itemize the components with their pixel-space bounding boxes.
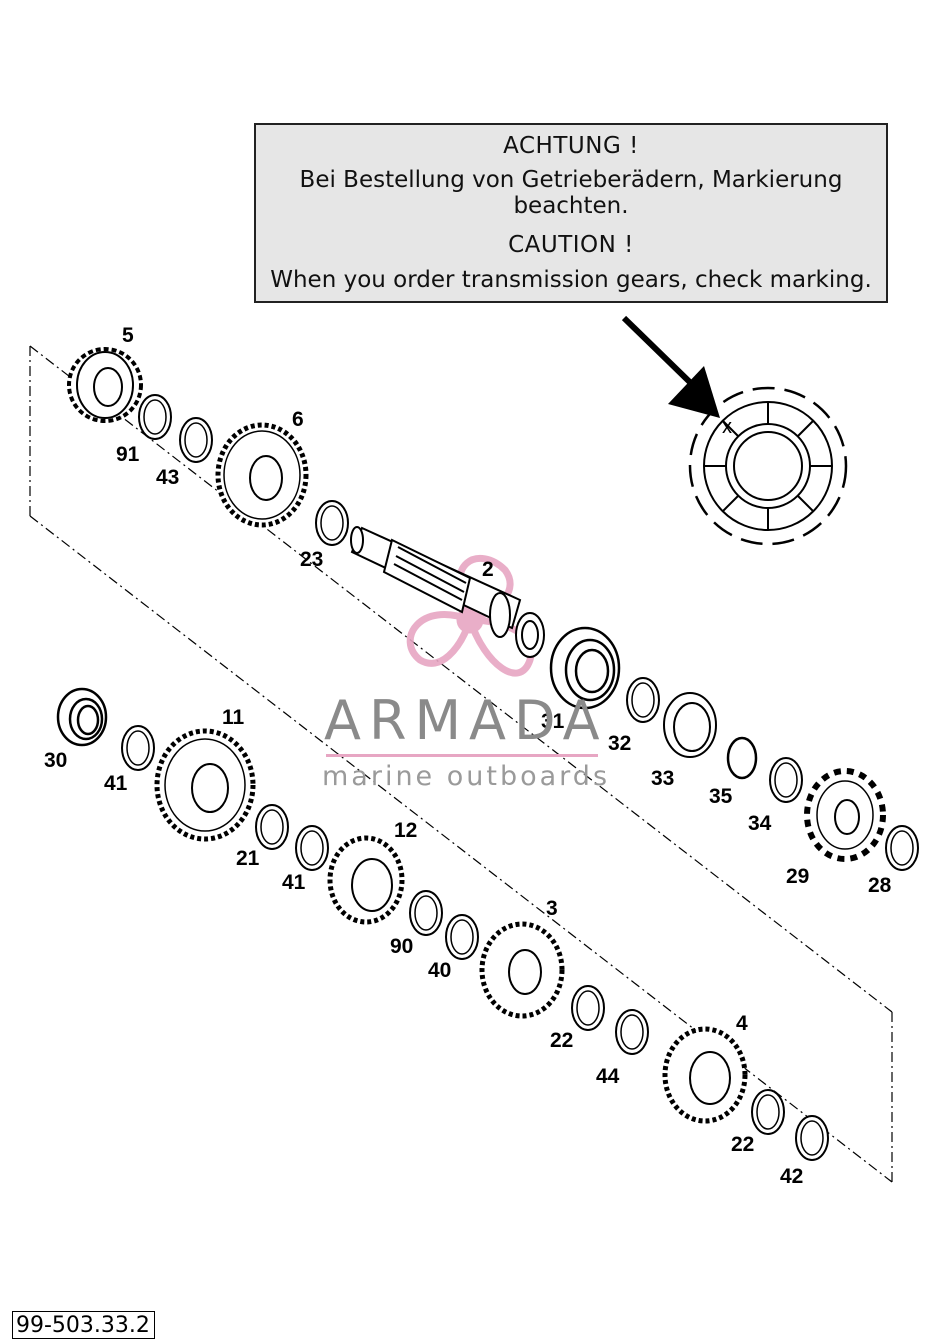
callout-p40: 40 xyxy=(428,959,451,982)
notice-title-de: ACHTUNG ! xyxy=(503,133,639,159)
seal-33-icon xyxy=(663,692,717,758)
watermark-divider xyxy=(326,754,598,757)
spacer-34-icon xyxy=(769,757,803,803)
bushing-22a-icon xyxy=(571,985,605,1031)
bearing-30-icon xyxy=(56,687,108,747)
gear-3-icon xyxy=(479,921,565,1019)
marked-gear-detail: x xyxy=(688,386,848,546)
gear-12-icon xyxy=(327,835,405,925)
callout-p2: 2 xyxy=(482,558,494,581)
callout-p41a: 41 xyxy=(104,772,128,795)
gear-6-icon xyxy=(215,422,309,528)
circlip-28-icon xyxy=(885,825,919,871)
main-shaft xyxy=(350,526,545,658)
callout-p31: 31 xyxy=(541,710,565,733)
bushing-23-icon xyxy=(315,500,349,546)
watermark-brand: ARMADA xyxy=(324,689,608,752)
marking-x: x xyxy=(722,416,732,438)
circlip-90-icon xyxy=(409,890,443,936)
callout-p23: 23 xyxy=(300,548,323,571)
callout-p42: 42 xyxy=(780,1165,803,1188)
marking-arrow-icon xyxy=(621,315,720,418)
callout-p91: 91 xyxy=(116,443,140,466)
callout-p22b: 22 xyxy=(731,1133,754,1156)
bushing-21-icon xyxy=(255,804,289,850)
callout-p22a: 22 xyxy=(550,1029,573,1052)
bushing-22b-icon xyxy=(751,1089,785,1135)
o-ring-35-icon xyxy=(726,736,758,780)
callout-p21: 21 xyxy=(236,847,260,870)
callout-p28: 28 xyxy=(868,874,892,897)
washer-40-icon xyxy=(445,914,479,960)
callout-p41b: 41 xyxy=(282,871,306,894)
callout-p34: 34 xyxy=(748,812,772,835)
notice-text-de: Bei Bestellung von Getrieberädern, Marki… xyxy=(299,167,843,219)
drawing-code: 99-503.33.2 xyxy=(12,1311,155,1339)
callout-p12: 12 xyxy=(394,819,417,842)
bearing-31-icon xyxy=(549,626,621,710)
circlip-91-icon xyxy=(138,394,172,440)
washer-43-icon xyxy=(179,417,213,463)
washer-32-icon xyxy=(626,677,660,723)
washer-41a-icon xyxy=(121,725,155,771)
gear-4-icon xyxy=(662,1026,748,1124)
callout-p11: 11 xyxy=(222,706,245,729)
callout-p30: 30 xyxy=(44,749,67,772)
callout-p29: 29 xyxy=(786,865,809,888)
callout-p5: 5 xyxy=(122,324,134,347)
callout-p44: 44 xyxy=(596,1065,620,1088)
callout-p32: 32 xyxy=(608,732,631,755)
gear-5-icon xyxy=(67,347,143,423)
callout-p4: 4 xyxy=(736,1012,748,1035)
assembly-envelope xyxy=(29,345,893,1183)
watermark-tagline: marine outboards xyxy=(322,761,611,792)
callout-p43: 43 xyxy=(156,466,179,489)
callout-p3: 3 xyxy=(546,897,558,920)
callout-p33: 33 xyxy=(651,767,674,790)
notice-title-en: CAUTION ! xyxy=(508,232,634,258)
callout-p35: 35 xyxy=(709,785,733,808)
washer-44-icon xyxy=(615,1009,649,1055)
callout-p90: 90 xyxy=(390,935,413,958)
gear-11-icon xyxy=(154,728,256,842)
notice-text-en: When you order transmission gears, check… xyxy=(270,267,872,293)
callout-p6: 6 xyxy=(292,408,304,431)
caution-notice: ACHTUNG ! Bei Bestellung von Getrieberäd… xyxy=(254,123,888,303)
washer-42-icon xyxy=(795,1115,829,1161)
washer-41b-icon xyxy=(295,825,329,871)
sprocket-29-icon xyxy=(804,768,886,862)
